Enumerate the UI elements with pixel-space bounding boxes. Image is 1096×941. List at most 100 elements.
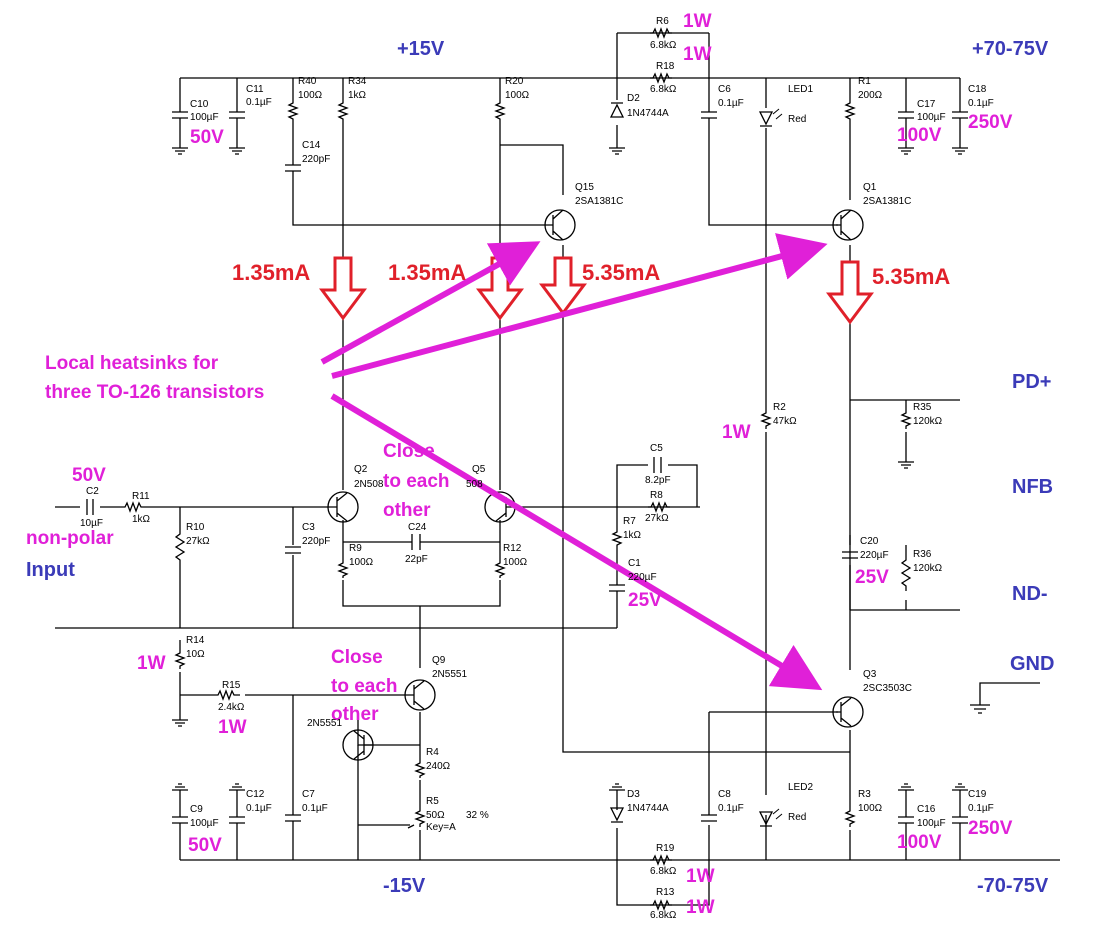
label-c7: C7 [302, 789, 315, 800]
label-r18: R18 [656, 61, 675, 72]
label-d2: D2 [627, 93, 640, 104]
label-r10: R10 [186, 522, 205, 533]
value-c16: 100µF [917, 818, 946, 829]
label-r4: R4 [426, 747, 439, 758]
label-c6: C6 [718, 84, 731, 95]
heatsink-note-line2: three TO-126 transistors [45, 382, 264, 403]
wiring [55, 32, 1060, 906]
value-c19: 0.1µF [968, 803, 994, 814]
label-r1: R1 [858, 76, 871, 87]
label-c2: C2 [86, 486, 99, 497]
value-q9: 2N5551 [432, 669, 467, 680]
label-c11: C11 [246, 84, 264, 95]
label-r13: R13 [656, 887, 675, 898]
value-c5: 8.2pF [645, 475, 671, 486]
heatsink-note-line1: Local heatsinks for [45, 353, 219, 374]
label-r15: R15 [222, 680, 241, 691]
label-led1: LED1 [788, 84, 813, 95]
close-note2-b: to each [331, 676, 398, 697]
value-r12: 100Ω [503, 557, 528, 568]
value-r19: 6.8kΩ [650, 866, 677, 877]
rail-nd: ND- [1012, 583, 1048, 605]
transistors [327, 209, 864, 761]
rating-r18: 1W [683, 44, 712, 65]
label-c5: C5 [650, 443, 663, 454]
current-label: 5.35mA [872, 264, 950, 289]
rail-pos15: +15V [397, 38, 445, 60]
value-r11: 1kΩ [132, 514, 151, 525]
rating-c9: 50V [188, 835, 222, 856]
label-c16: C16 [917, 804, 936, 815]
rail-labels: +15V +70-75V PD+ NFB ND- GND -15V -70-75… [26, 38, 1054, 897]
annotations: Local heatsinks for three TO-126 transis… [26, 11, 1013, 918]
rail-neg70: -70-75V [977, 875, 1049, 897]
label-r7: R7 [623, 516, 636, 527]
value-r7: 1kΩ [623, 530, 642, 541]
label-led2: LED2 [788, 782, 813, 793]
label-c14: C14 [302, 140, 321, 151]
label-r20: R20 [505, 76, 524, 87]
current-label: 5.35mA [582, 260, 660, 285]
label-c9: C9 [190, 804, 203, 815]
current-label: 1.35mA [388, 260, 466, 285]
label-c18: C18 [968, 84, 987, 95]
label-d3: D3 [627, 789, 640, 800]
capacitors [86, 100, 968, 830]
value-c14: 220pF [302, 154, 330, 165]
diodes [609, 102, 783, 827]
label-q9: Q9 [432, 655, 446, 666]
value-r6: 6.8kΩ [650, 40, 677, 51]
value-r18: 6.8kΩ [650, 84, 677, 95]
rail-neg15: -15V [383, 875, 426, 897]
rating-c20: 25V [855, 567, 889, 588]
rating-c2: 50V [72, 465, 106, 486]
value-q10: 2N5551 [307, 718, 342, 729]
rating-c10: 50V [190, 127, 224, 148]
value-r2: 47kΩ [773, 416, 797, 427]
close-note-b: to each [383, 471, 450, 492]
nonpolar-note: non-polar [26, 528, 114, 549]
label-r36: R36 [913, 549, 932, 560]
label-c1: C1 [628, 558, 641, 569]
value-c11: 0.1µF [246, 97, 272, 108]
current-arrow [826, 260, 874, 325]
label-c24: C24 [408, 522, 427, 533]
label-r6: R6 [656, 16, 669, 27]
value-q1: 2SA1381C [863, 196, 911, 207]
rating-r19: 1W [686, 866, 715, 887]
label-q5: Q5 [472, 464, 486, 475]
value-c12: 0.1µF [246, 803, 272, 814]
value-c6: 0.1µF [718, 98, 744, 109]
value-r20: 100Ω [505, 90, 530, 101]
rail-pd: PD+ [1012, 371, 1051, 393]
label-r9: R9 [349, 543, 362, 554]
arrow-to-q1 [331, 233, 828, 379]
label-r34: R34 [348, 76, 367, 87]
value-r4: 240Ω [426, 761, 451, 772]
label-q1: Q1 [863, 182, 877, 193]
close-note-c: other [383, 500, 431, 521]
value-c2: 10µF [80, 518, 103, 529]
ground-symbols [172, 147, 968, 791]
rail-pos70: +70-75V [972, 38, 1049, 60]
value-r34: 1kΩ [348, 90, 367, 101]
value-q15: 2SA1381C [575, 196, 623, 207]
value-r5: 50Ω [426, 810, 445, 821]
label-c10: C10 [190, 99, 209, 110]
rating-r2: 1W [722, 422, 751, 443]
component-labels: C10 100µF C11 0.1µF R40 100Ω R34 1kΩ C14… [80, 16, 994, 921]
rating-c16: 100V [897, 832, 942, 853]
label-c12: C12 [246, 789, 265, 800]
rating-r15: 1W [218, 717, 247, 738]
label-c17: C17 [917, 99, 936, 110]
rail-nfb: NFB [1012, 476, 1053, 498]
label-q3: Q3 [863, 669, 877, 680]
close-note2-a: Close [331, 647, 383, 668]
value-q5: 508 [466, 479, 483, 490]
label-r14: R14 [186, 635, 205, 646]
value-r36: 120kΩ [913, 563, 943, 574]
value-q2: 2N508 [354, 479, 384, 490]
arrow-to-q3 [330, 393, 823, 691]
close-note-a: Close [383, 441, 435, 462]
